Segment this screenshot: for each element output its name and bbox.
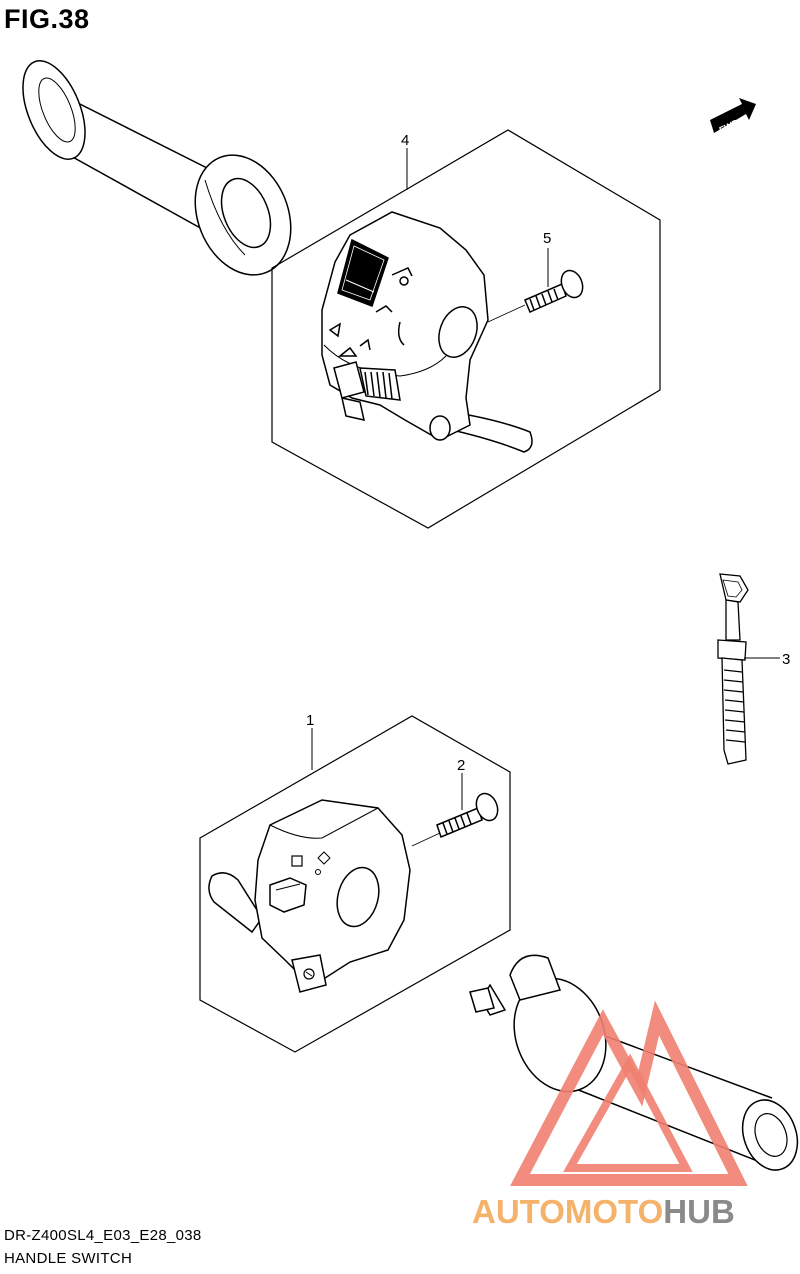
assembly-box-right-switch: [199, 715, 511, 1053]
watermark-part-a: AUTOMOTO: [472, 1193, 663, 1230]
fwd-arrow-icon: FWD: [710, 98, 756, 135]
right-handle-switch: [208, 799, 411, 993]
watermark-part-b: HUB: [663, 1193, 735, 1230]
section-name: HANDLE SWITCH: [4, 1250, 133, 1267]
watermark-text: AUTOMOTOHUB: [472, 1193, 735, 1230]
model-code: DR-Z400SL4_E03_E28_038: [4, 1227, 202, 1244]
callout-number-1: 1: [306, 712, 314, 729]
callout-number-2: 2: [457, 757, 465, 774]
left-grip: [22, 60, 292, 276]
left-handle-switch: [321, 211, 533, 453]
figure-title: FIG.38: [4, 4, 90, 34]
assembly-box-left-switch: [271, 129, 661, 529]
watermark-logo-icon: [510, 1000, 748, 1186]
left-switch-screw: [487, 248, 584, 323]
cable-tie: [717, 573, 780, 765]
callout-number-5: 5: [543, 230, 551, 247]
callout-number-3: 3: [782, 651, 790, 668]
right-switch-screw: [411, 773, 499, 847]
callout-number-4: 4: [401, 132, 409, 149]
